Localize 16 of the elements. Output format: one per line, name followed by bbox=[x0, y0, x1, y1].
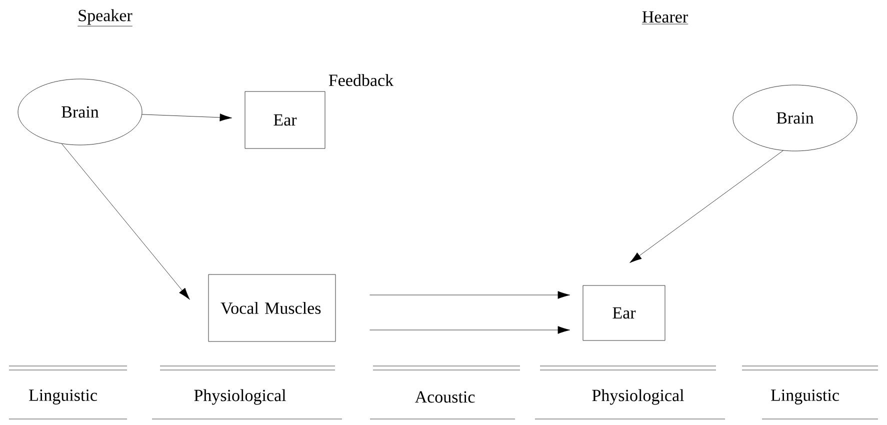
level-label: Physiological bbox=[592, 389, 684, 405]
heading: Speaker bbox=[77, 9, 133, 26]
process-box: Vocal Muscles bbox=[208, 274, 336, 342]
arrow bbox=[370, 291, 570, 299]
level-label: Linguistic bbox=[29, 390, 97, 404]
level-label: Linguistic bbox=[771, 390, 839, 404]
level-label: Physiological bbox=[194, 389, 286, 405]
process-box: Ear bbox=[244, 91, 326, 149]
level-label: Acoustic bbox=[414, 391, 475, 403]
arrow bbox=[630, 150, 784, 263]
beside-label: Feedback bbox=[328, 74, 394, 86]
arrow bbox=[62, 144, 190, 300]
heading: Hearer bbox=[642, 11, 688, 24]
arrow bbox=[142, 114, 232, 122]
process-box: Ear bbox=[582, 285, 666, 341]
arrow bbox=[370, 326, 570, 334]
